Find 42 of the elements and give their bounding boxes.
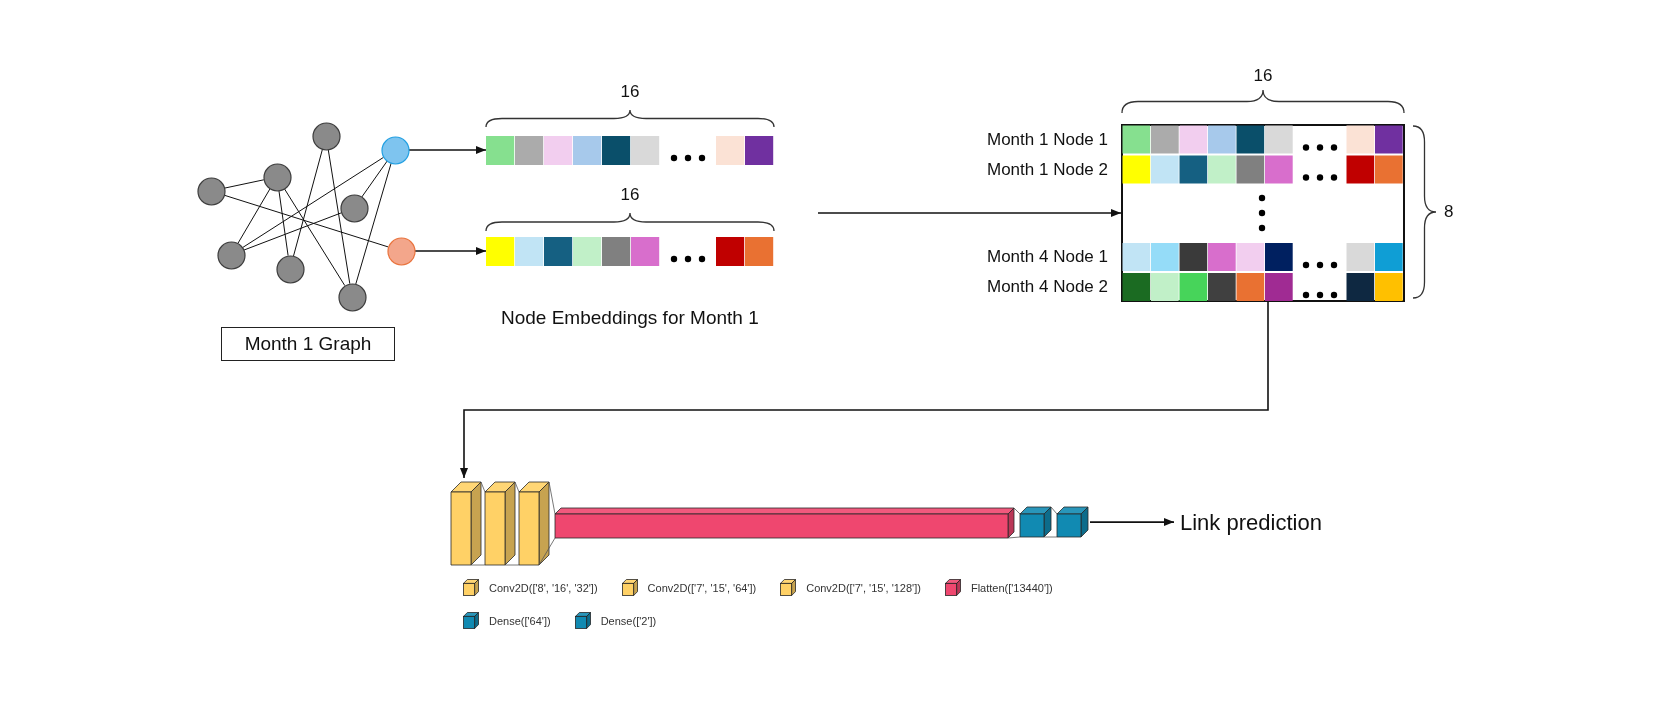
graph-edge xyxy=(237,188,271,244)
graph-edge xyxy=(355,162,392,285)
graph-edge xyxy=(243,212,342,251)
graph-node-circle xyxy=(380,135,410,165)
legend-label: Conv2D(['7', '15', '128']) xyxy=(806,581,921,594)
cnn-model-illustration xyxy=(450,478,1090,566)
dimension-label: 16 xyxy=(1253,66,1273,86)
row-label: Month 1 Node 1 xyxy=(987,129,1108,150)
graph-edge xyxy=(327,148,351,285)
legend-label: Dense(['64']) xyxy=(489,614,551,627)
graph-edge xyxy=(361,160,388,198)
graph-node-circle xyxy=(337,282,367,312)
graph-edge xyxy=(293,148,323,257)
row-label: Month 4 Node 1 xyxy=(987,247,1108,267)
graph-node-circle xyxy=(386,236,416,266)
graph-edge xyxy=(223,194,389,248)
embedding-vector xyxy=(486,237,774,266)
arrow xyxy=(460,301,1269,479)
embedding-vector xyxy=(486,136,774,165)
graph-edge xyxy=(241,156,385,249)
graph-node-circle xyxy=(339,193,369,223)
arrow xyxy=(817,209,1122,217)
graph-node-circle xyxy=(196,176,226,206)
legend-label: Conv2D(['8', '16', '32']) xyxy=(489,581,598,594)
caption-text: Node Embeddings for Month 1 xyxy=(501,307,759,329)
graph-node-circle xyxy=(275,254,305,284)
arrow xyxy=(1089,518,1175,527)
graph-node-circle xyxy=(216,240,246,270)
row-label: Month 1 Node 2 xyxy=(987,159,1108,180)
legend-label: Flatten(['13440']) xyxy=(970,581,1053,594)
legend-label: Dense(['2']) xyxy=(600,614,657,627)
graph-node-circle xyxy=(262,162,292,192)
dimension-label: 16 xyxy=(620,185,640,205)
graph-edge xyxy=(283,187,346,287)
graph-edge xyxy=(278,189,289,257)
legend-label: Conv2D(['7', '15', '64']) xyxy=(647,581,757,594)
dimension-label: 16 xyxy=(620,82,640,102)
graph-node-circle xyxy=(311,121,341,151)
dimension-label: 8 xyxy=(1444,202,1454,222)
row-label: Month 4 Node 2 xyxy=(987,277,1108,297)
output-label: Link prediction xyxy=(1174,509,1328,535)
caption-box: Month 1 Graph xyxy=(221,327,395,361)
